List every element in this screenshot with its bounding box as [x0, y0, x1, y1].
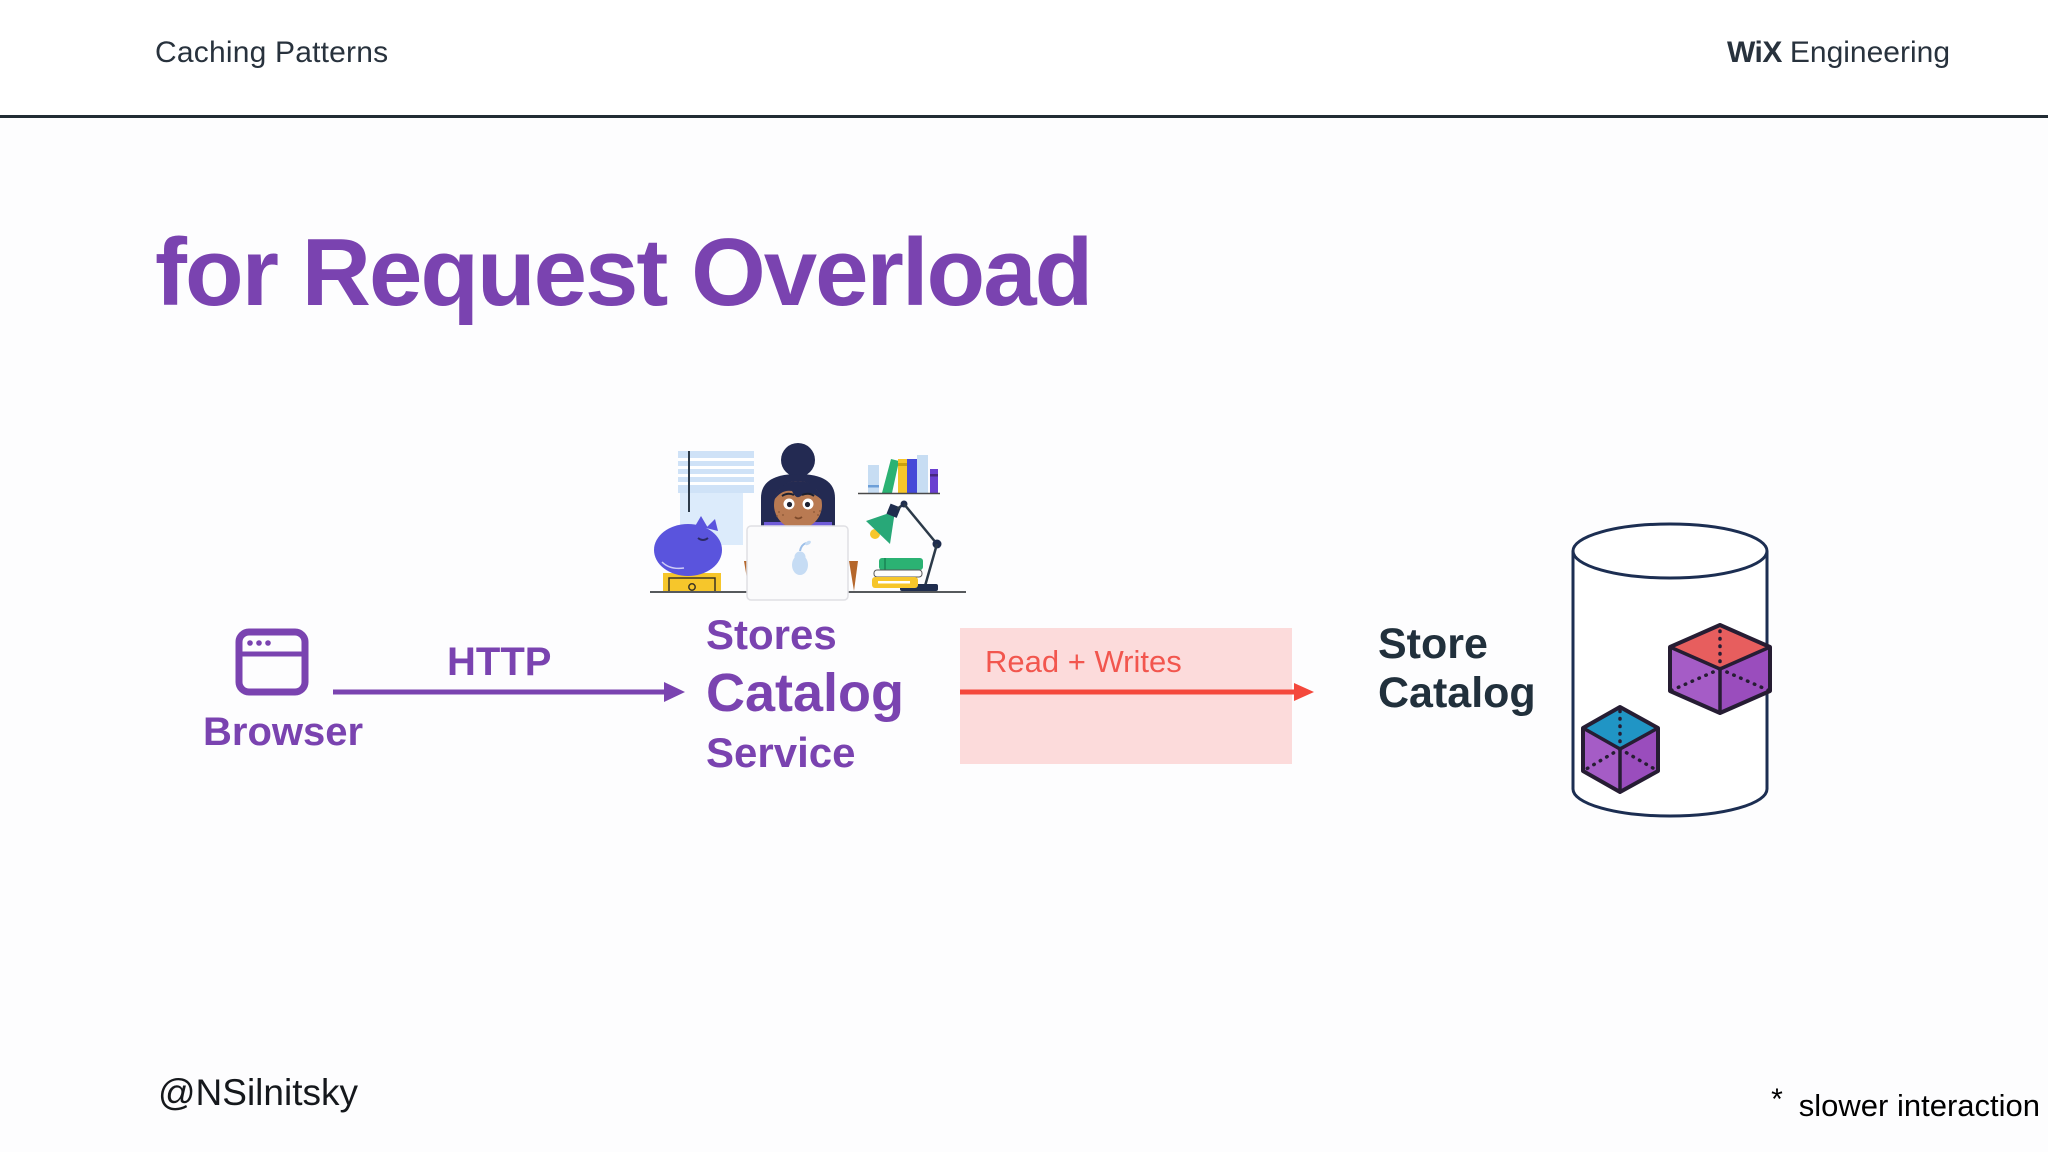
database-cylinder-icon	[1571, 522, 1772, 818]
author-handle: @NSilnitsky	[158, 1072, 358, 1113]
brand-logo-bold: WiX	[1726, 36, 1782, 69]
header-divider	[0, 115, 2048, 118]
desk-lamp-icon	[866, 500, 942, 591]
footnote-text: slower interaction	[1798, 1088, 2040, 1123]
cat-on-drawer-icon	[654, 516, 722, 593]
footnote: * slower interaction	[1771, 1083, 2040, 1124]
browser-label: Browser	[203, 710, 364, 754]
book-stack-icon	[872, 558, 923, 588]
service-label-line1: Stores	[706, 611, 837, 658]
slide-title: for Request Overload	[155, 219, 1093, 326]
service-label-line3: Service	[706, 729, 856, 776]
person-icon	[761, 443, 835, 530]
store-catalog-label: Store Catalog	[1378, 620, 1536, 718]
read-writes-label: Read + Writes	[985, 644, 1182, 679]
browser-window-icon	[235, 628, 309, 696]
service-label: Stores Catalog Service	[706, 614, 904, 774]
store-catalog-line1: Store	[1378, 620, 1488, 668]
bookshelf-icon	[858, 455, 940, 495]
http-arrow-icon	[333, 682, 685, 702]
isometric-cube-red-top	[1668, 623, 1772, 715]
service-label-line2: Catalog	[706, 663, 905, 723]
http-label: HTTP	[447, 640, 552, 684]
store-catalog-line2: Catalog	[1378, 669, 1536, 717]
isometric-cube-blue-top	[1581, 705, 1660, 794]
deck-title: Caching Patterns	[155, 36, 389, 69]
laptop-icon	[746, 525, 849, 601]
read-writes-arrow-icon	[960, 683, 1314, 701]
footnote-asterisk: *	[1771, 1083, 1783, 1116]
desk-leg	[849, 561, 858, 591]
brand-logo-light: Engineering	[1789, 36, 1950, 69]
person-at-desk-illustration	[650, 443, 966, 601]
read-writes-highlight-box: Read + Writes	[960, 628, 1292, 764]
